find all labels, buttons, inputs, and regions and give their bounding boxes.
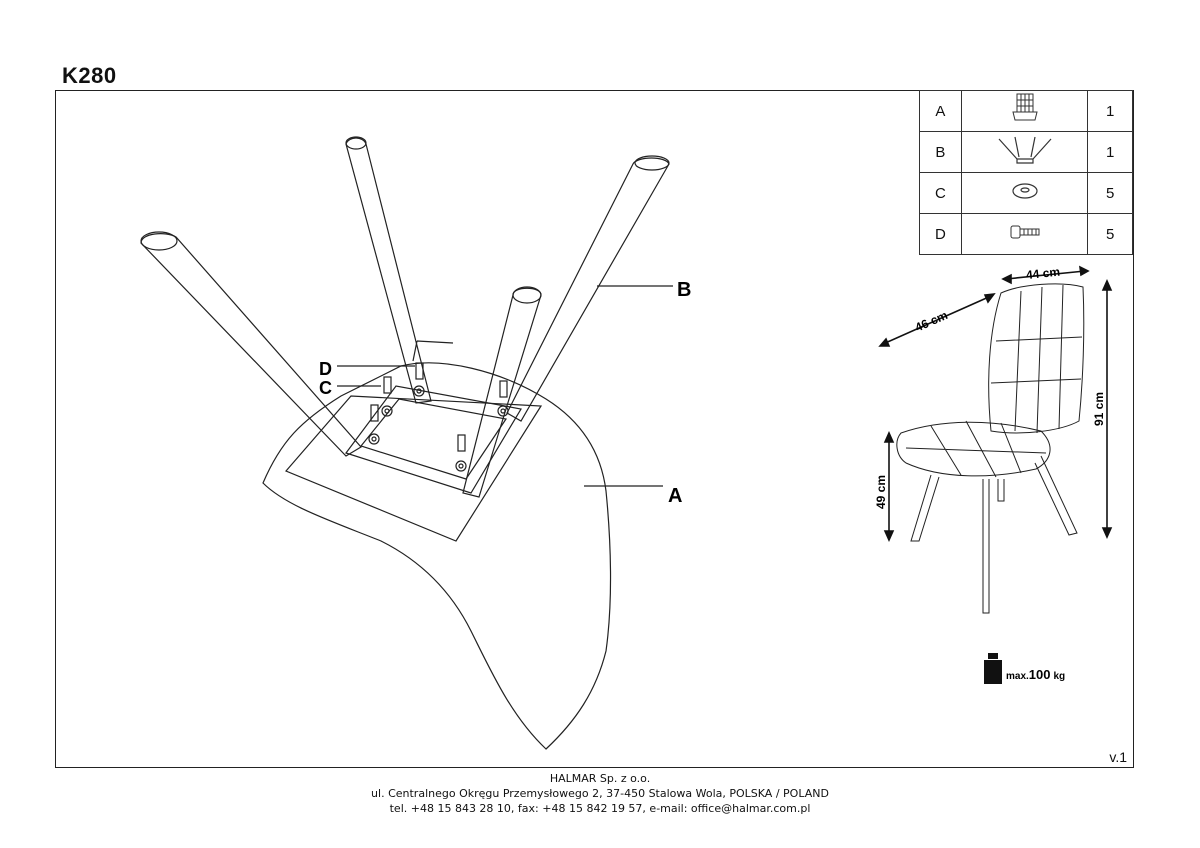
assembly-illustration: B A D C 44 — [140, 136, 1113, 750]
max-load-prefix: max. — [1006, 671, 1029, 682]
part-qty: 1 — [1087, 90, 1133, 132]
footer: HALMAR Sp. z o.o. ul. Centralnego Okręgu… — [0, 771, 1200, 816]
product-code: K280 — [62, 63, 117, 88]
max-load-value: 100 — [1029, 667, 1051, 682]
weight-icon — [984, 653, 1002, 684]
dim-depth: 46 cm — [913, 308, 950, 335]
leg-right — [506, 157, 670, 422]
chair-seat-icon — [960, 90, 1089, 132]
dim-width: 44 cm — [1025, 265, 1060, 282]
leg-left — [140, 233, 362, 457]
leg-frame-icon — [960, 131, 1089, 173]
part-letter: B — [919, 131, 962, 173]
footer-address: ul. Centralnego Okręgu Przemysłowego 2, … — [371, 787, 829, 800]
dim-seat-height: 49 cm — [874, 475, 888, 509]
callout-b: B — [677, 279, 691, 301]
bolt-icon — [960, 213, 1089, 255]
callout-d: D — [319, 359, 332, 379]
leg-back — [345, 137, 432, 404]
dim-chair-seat — [896, 421, 1051, 477]
washer-icon — [960, 172, 1089, 214]
callout-c: C — [319, 378, 332, 398]
instruction-frame: B A D C 44 — [55, 90, 1134, 768]
footer-company: HALMAR Sp. z o.o. — [549, 772, 651, 785]
version-label: v.1 — [1109, 749, 1127, 765]
part-qty: 5 — [1087, 213, 1133, 255]
dim-chair-back — [988, 283, 1085, 434]
part-letter: C — [919, 172, 962, 214]
footer-contact: tel. +48 15 843 28 10, fax: +48 15 842 1… — [389, 802, 811, 815]
parts-row: A 1 — [919, 90, 1133, 132]
part-letter: A — [919, 90, 962, 132]
parts-row: C 5 — [919, 172, 1133, 214]
part-qty: 1 — [1087, 131, 1133, 173]
parts-row: B 1 — [919, 131, 1133, 173]
max-load-unit: kg — [1054, 671, 1066, 682]
seat-shell — [262, 362, 612, 750]
parts-row: D 5 — [919, 213, 1133, 255]
dim-height: 91 cm — [1092, 392, 1106, 426]
part-letter: D — [919, 213, 962, 255]
callout-a: A — [668, 485, 682, 507]
parts-table: A 1 B 1 C 5 D 5 — [919, 90, 1133, 255]
part-qty: 5 — [1087, 172, 1133, 214]
